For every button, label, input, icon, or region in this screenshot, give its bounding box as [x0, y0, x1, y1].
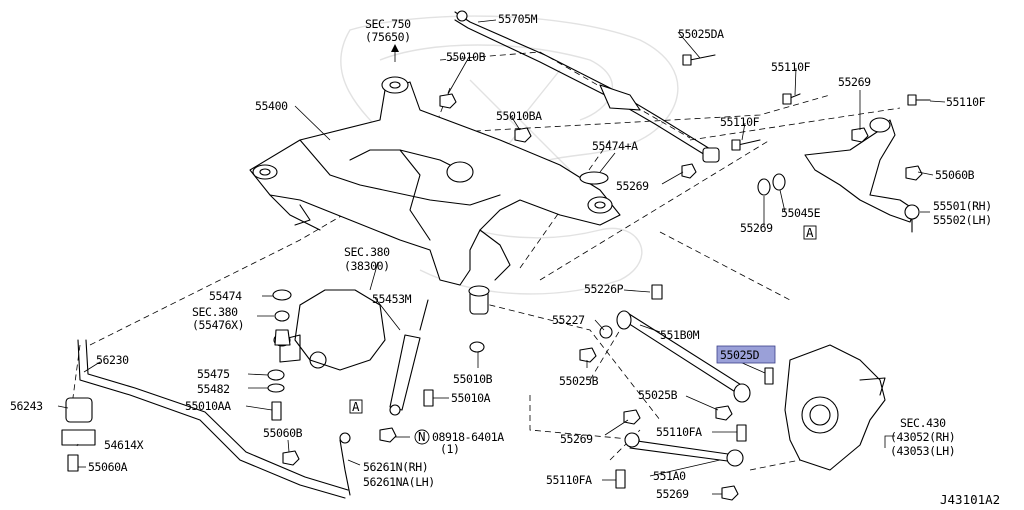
label-56261N[interactable]: 56261N(RH) — [363, 460, 429, 474]
label-55501[interactable]: 55501(RH) — [933, 199, 992, 213]
label-56243[interactable]: 56243 — [10, 399, 43, 413]
label-55705M[interactable]: 55705M — [498, 12, 538, 26]
label-55010AA[interactable]: 55010AA — [185, 399, 232, 413]
leader-lines — [57, 19, 946, 495]
label-56261NA[interactable]: 56261NA(LH) — [363, 475, 435, 489]
label-55474A[interactable]: 55474+A — [592, 139, 639, 153]
label-551B0M[interactable]: 551B0M — [660, 328, 700, 342]
label-55025B-b[interactable]: 55025B — [638, 388, 678, 402]
part-labels: SEC.750 (75650) 55705M 55025DA 55010B 55… — [10, 12, 1000, 507]
label-sec380[interactable]: SEC.380 — [344, 245, 391, 259]
label-55025B-a[interactable]: 55025B — [559, 374, 599, 388]
shock-absorber — [389, 299, 429, 416]
radius-rod — [624, 432, 744, 467]
label-56230[interactable]: 56230 — [96, 353, 129, 367]
label-08918-qty: (1) — [440, 442, 460, 456]
label-55110FA-a[interactable]: 55110FA — [656, 425, 703, 439]
label-55227[interactable]: 55227 — [552, 313, 585, 327]
upper-arm — [804, 117, 920, 233]
label-55269-d[interactable]: 55269 — [560, 432, 593, 446]
label-55110FA-b[interactable]: 55110FA — [546, 473, 593, 487]
rear-suspension-member — [249, 76, 621, 315]
marker-n: N — [414, 429, 430, 445]
label-55110F-c[interactable]: 55110F — [720, 115, 760, 129]
label-sec430-rh: (43052(RH) — [890, 430, 955, 444]
marker-a-left-text: A — [352, 399, 360, 414]
label-55453M[interactable]: 55453M — [372, 292, 412, 306]
marker-n-text: N — [418, 429, 426, 444]
label-55025D[interactable]: 55025D — [720, 348, 760, 362]
axle-housing — [784, 344, 886, 471]
lower-link-rod — [599, 310, 751, 403]
label-551A0[interactable]: 551A0 — [653, 469, 686, 483]
label-55502[interactable]: 55502(LH) — [933, 213, 992, 227]
selected-part-highlight[interactable] — [716, 345, 776, 364]
label-55110F-a[interactable]: 55110F — [771, 60, 811, 74]
label-sec380b-sub: (55476X) — [192, 318, 244, 332]
sec750-arrow — [391, 44, 399, 62]
label-sec750[interactable]: SEC.750 — [365, 17, 412, 31]
label-55269-c[interactable]: 55269 — [740, 221, 773, 235]
label-55060B-l[interactable]: 55060B — [263, 426, 303, 440]
label-55269-b[interactable]: 55269 — [616, 179, 649, 193]
label-55060A[interactable]: 55060A — [88, 460, 128, 474]
differential — [273, 289, 386, 371]
label-sec380-sub: (38300) — [344, 259, 390, 273]
upper-link-rod — [454, 10, 720, 163]
label-55060B-r[interactable]: 55060B — [935, 168, 975, 182]
label-55045E[interactable]: 55045E — [781, 206, 821, 220]
diagram-reference-code: J43101A2 — [940, 492, 1000, 507]
label-sec380b[interactable]: SEC.380 — [192, 305, 239, 319]
label-55475[interactable]: 55475 — [197, 367, 230, 381]
label-55110F-b[interactable]: 55110F — [946, 95, 986, 109]
label-sec430[interactable]: SEC.430 — [900, 416, 947, 430]
label-55482[interactable]: 55482 — [197, 382, 230, 396]
label-55269-e[interactable]: 55269 — [656, 487, 689, 501]
label-55474[interactable]: 55474 — [209, 289, 242, 303]
label-55269-a[interactable]: 55269 — [838, 75, 871, 89]
marker-a-right: A — [803, 225, 817, 240]
marker-a-right-text: A — [806, 225, 814, 240]
label-54614X[interactable]: 54614X — [104, 438, 144, 452]
label-55010A[interactable]: 55010A — [451, 391, 491, 405]
label-55025DA[interactable]: 55025DA — [678, 27, 725, 41]
label-sec750-sub: (75650) — [365, 30, 411, 44]
label-sec430-lh: (43053(LH) — [890, 444, 955, 458]
label-55010BA[interactable]: 55010BA — [496, 109, 543, 123]
label-55226P[interactable]: 55226P — [584, 282, 624, 296]
stabilizer-bar — [61, 339, 351, 499]
label-08918-6401A[interactable]: 08918-6401A — [432, 430, 505, 444]
label-55010B-top[interactable]: 55010B — [446, 50, 486, 64]
label-55010B-mid[interactable]: 55010B — [453, 372, 493, 386]
label-55400[interactable]: 55400 — [255, 99, 288, 113]
marker-a-left: A — [349, 399, 363, 414]
